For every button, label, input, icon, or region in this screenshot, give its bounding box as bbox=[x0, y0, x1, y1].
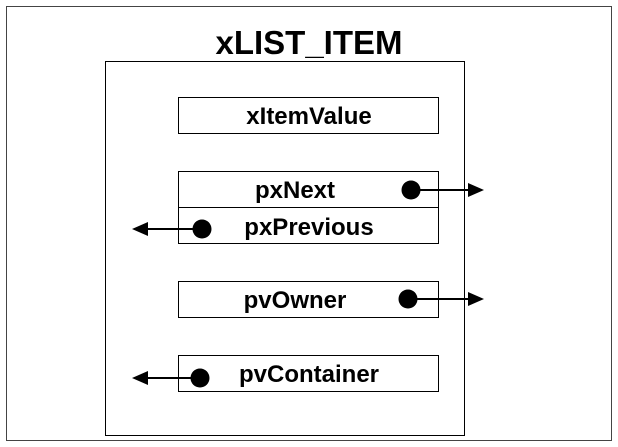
field-previous-label: pxPrevious bbox=[244, 214, 373, 241]
field-owner-label: pvOwner bbox=[244, 287, 347, 314]
field-owner-box bbox=[178, 281, 439, 318]
owner-pointer-arrowhead bbox=[468, 292, 484, 306]
field-previous-box bbox=[178, 207, 439, 244]
field-item-value-label: xItemValue bbox=[246, 103, 371, 130]
struct-title: xLIST_ITEM bbox=[215, 24, 402, 61]
field-container-label: pvContainer bbox=[239, 361, 379, 388]
field-item-value-box bbox=[178, 97, 439, 134]
field-container-box bbox=[178, 355, 439, 392]
field-next-label: pxNext bbox=[255, 177, 335, 204]
previous-pointer-arrowhead bbox=[132, 222, 148, 236]
container-pointer-arrowhead bbox=[132, 371, 148, 385]
field-next-box bbox=[178, 171, 439, 208]
next-pointer-arrowhead bbox=[468, 183, 484, 197]
